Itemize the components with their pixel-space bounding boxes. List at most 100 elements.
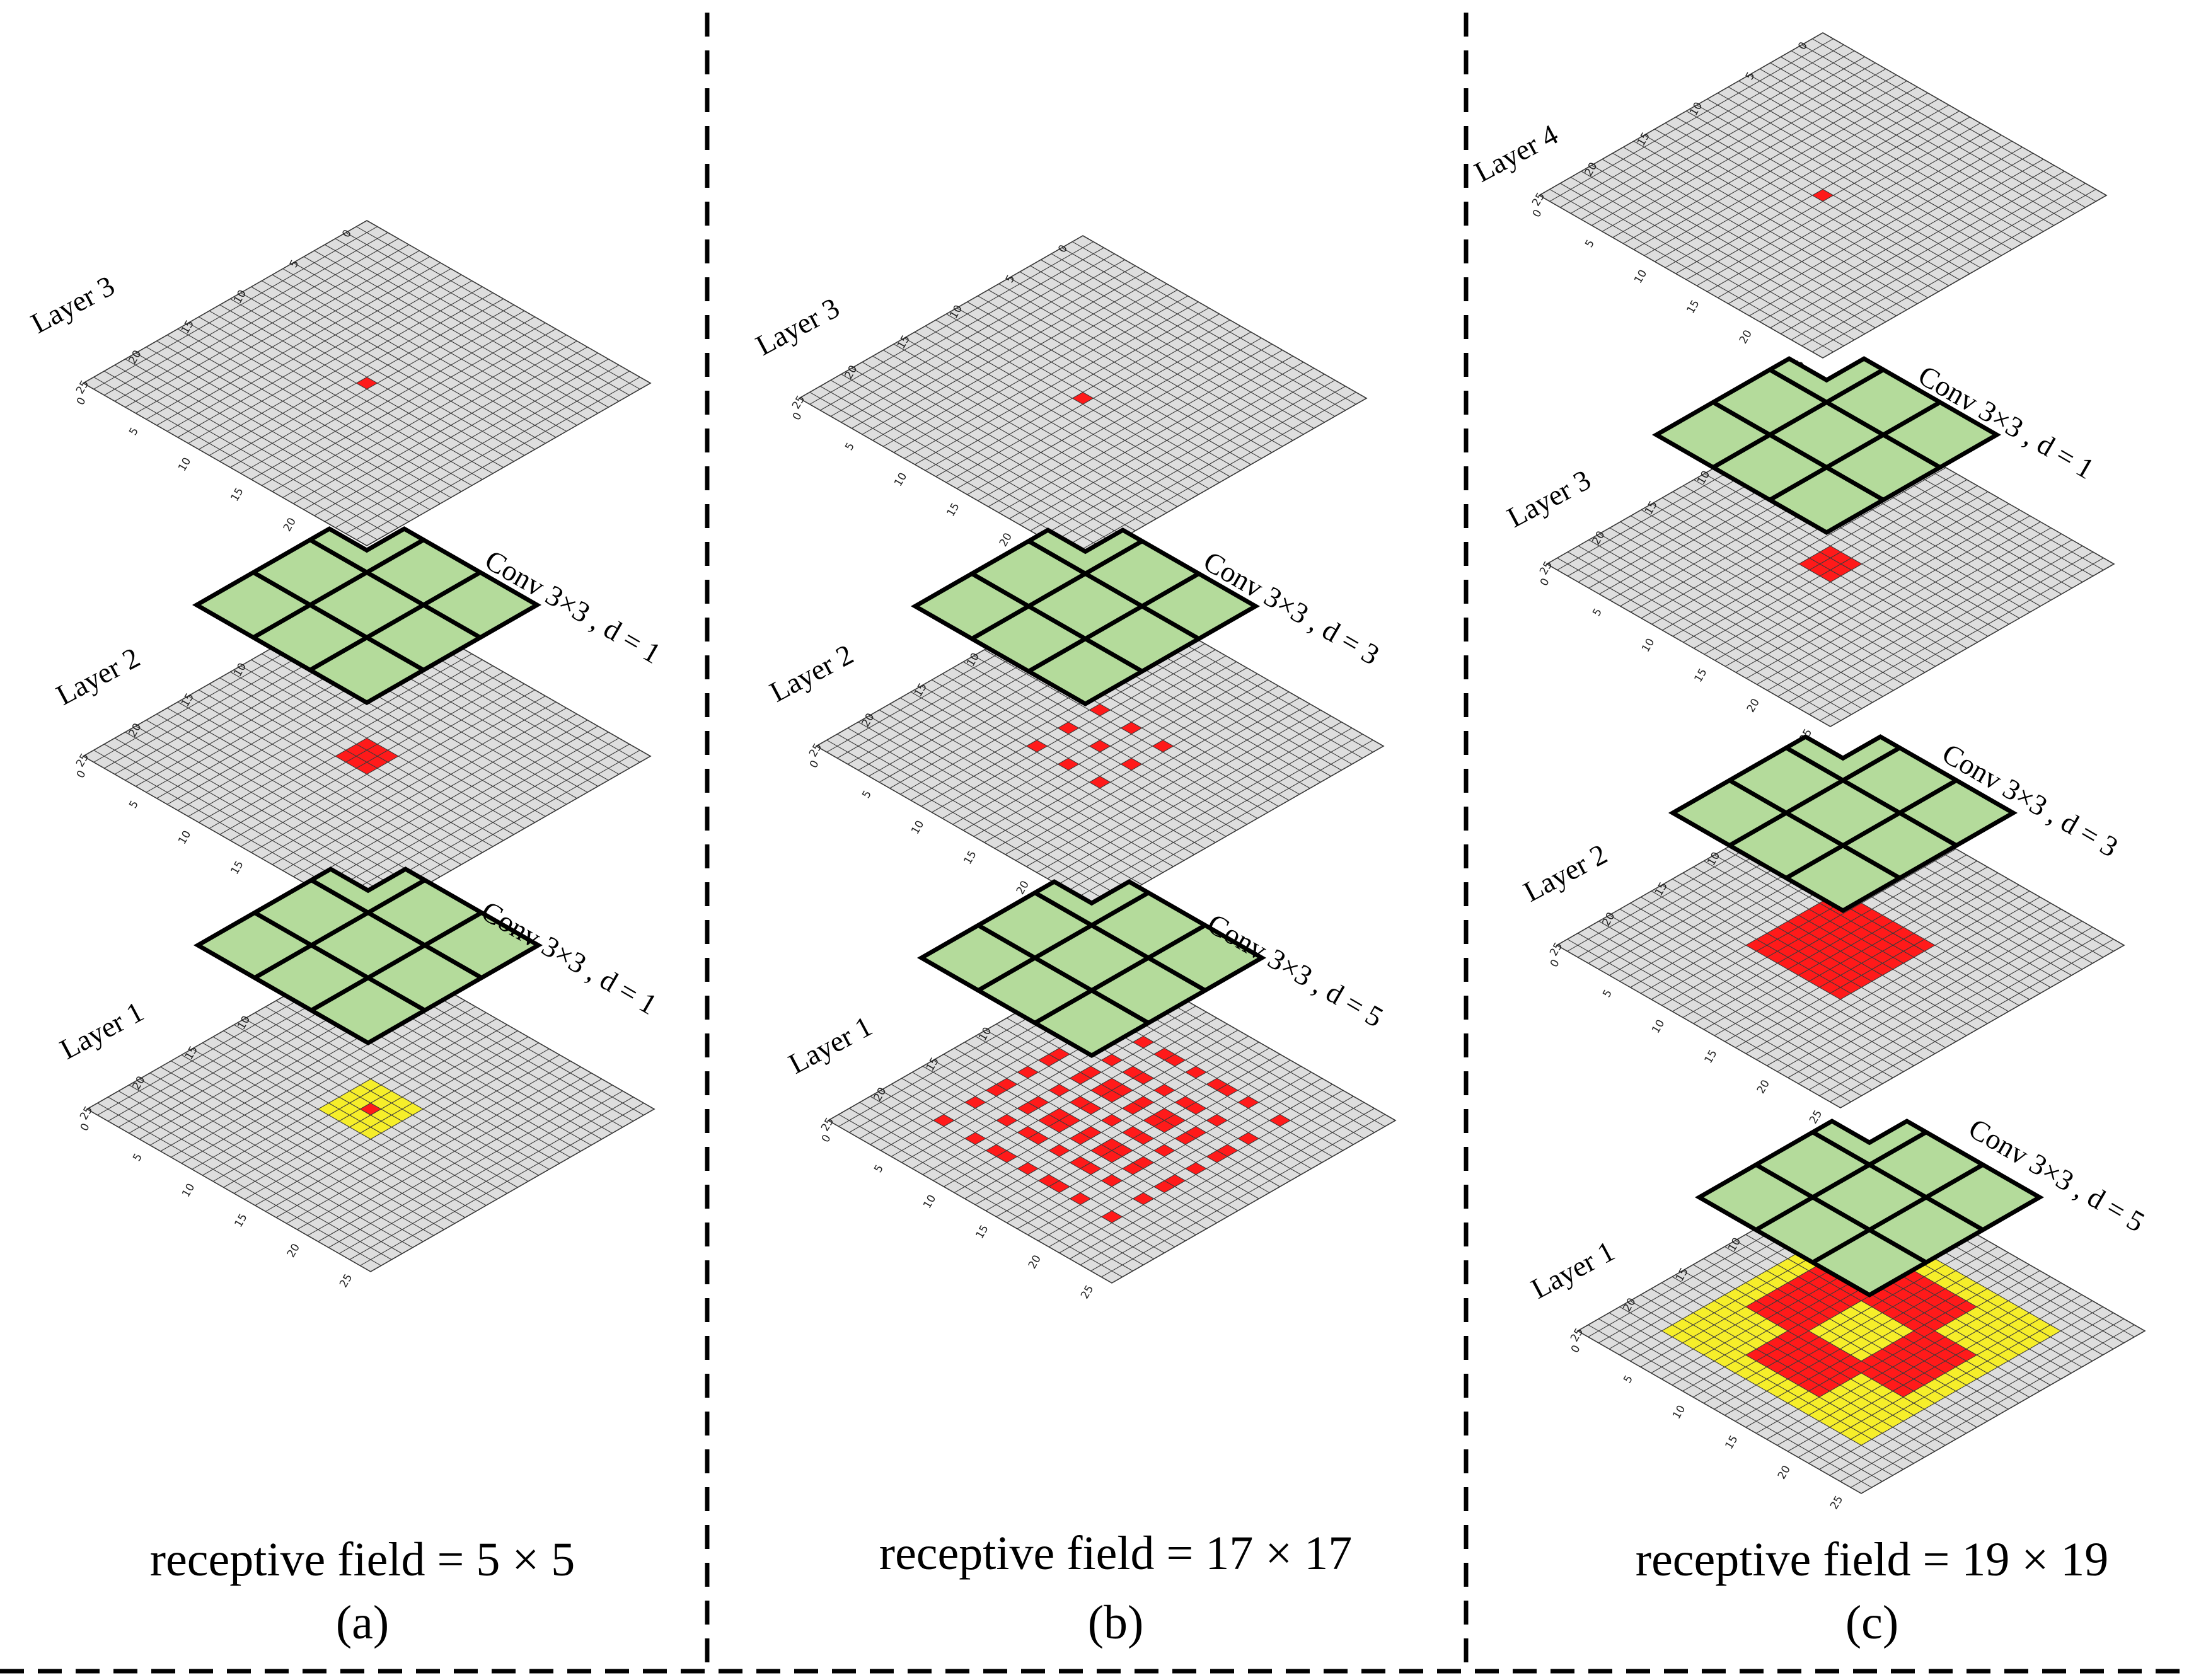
tick-label: 0 [1538, 576, 1552, 588]
grid-lines [1577, 1168, 2146, 1494]
tick-label: 5 [1600, 987, 1615, 999]
tick-label: 5 [843, 440, 857, 452]
tick-label: 5 [130, 1151, 145, 1163]
tick-label: 5 [1590, 606, 1605, 618]
tick-label: 10 [1649, 1018, 1667, 1036]
kernel-b-1 [910, 527, 1261, 707]
grid-lines [1546, 401, 2115, 727]
kernel-lines [971, 539, 1200, 674]
kernel-plane [193, 866, 543, 1046]
tick-label: 20 [281, 515, 299, 534]
tick-label: 10 [909, 819, 927, 837]
tick-label: 15 [232, 1212, 250, 1230]
kernel-a-2 [193, 866, 543, 1046]
tick-label: 20 [1737, 328, 1755, 346]
receptive-cell [1830, 939, 1851, 952]
tick-label: 10 [921, 1193, 939, 1211]
receptive-cell [1893, 939, 1914, 952]
panel-label: (a) [336, 1596, 389, 1649]
receptive-cell [1038, 1114, 1060, 1127]
tick-label: 15 [1723, 1434, 1740, 1452]
separators [0, 13, 2189, 1674]
panel-b: 00551010151520202525 Layer 3 00551010151… [751, 235, 1397, 1649]
tick-label: 10 [892, 471, 910, 489]
layer-label: Layer 3 [751, 291, 845, 362]
kernel-plane [910, 527, 1261, 707]
kernel-plane [1694, 1119, 2045, 1298]
panel-label: (b) [1088, 1596, 1144, 1649]
kernel-plane [1651, 356, 2002, 536]
tick-label: 0 [1548, 957, 1562, 969]
panel-c: 00551010151520202525 Layer 4 00551010151… [1469, 32, 2150, 1649]
tick-label: 5 [127, 798, 141, 810]
tick-label: 10 [180, 1182, 197, 1200]
layer-label: Layer 3 [26, 269, 120, 340]
tick-label: 15 [228, 859, 246, 877]
tick-label: 5 [127, 425, 141, 437]
tick-label: 5 [1621, 1373, 1636, 1385]
receptive-cell [1820, 558, 1841, 570]
extended-cell [1661, 1325, 1683, 1337]
tick-label: 0 [790, 410, 805, 422]
tick-label: 10 [1670, 1403, 1688, 1422]
kernel-lines [1712, 367, 1941, 502]
tick-label: 10 [1639, 636, 1657, 655]
tick-label: 5 [1583, 238, 1597, 250]
kernel-c-2 [1668, 734, 2018, 914]
tick-label: 20 [1755, 1078, 1772, 1096]
layer-label: Layer 1 [1526, 1234, 1620, 1305]
kernel-lines [977, 890, 1206, 1025]
tick-label: 5 [860, 788, 874, 800]
receptive-cell [1914, 1325, 1935, 1337]
grid-lines [1539, 32, 2107, 359]
tick-label: 0 [78, 1121, 93, 1133]
tick-label: 25 [1807, 1108, 1825, 1126]
tick-label: 0 [1569, 1343, 1583, 1355]
tick-label: 10 [176, 829, 193, 847]
receptive-cell [1788, 1325, 1809, 1337]
caption: receptive field = 17 × 17 [879, 1527, 1352, 1580]
tick-label: 0 [1530, 207, 1545, 219]
tick-label: 0 [807, 758, 822, 770]
extended-cell [1851, 1325, 1872, 1337]
receptive-cell [1882, 1379, 1903, 1391]
tick-label: 10 [176, 456, 193, 474]
extended-cell [1756, 1270, 1777, 1283]
kernel-plane [192, 526, 542, 706]
tick-label: 25 [1828, 1493, 1845, 1512]
extended-cell [1851, 1433, 1872, 1446]
tick-label: 15 [1684, 298, 1702, 316]
grid-lines [83, 220, 651, 546]
extended-cell [2040, 1325, 2061, 1337]
receptive-cell [1812, 189, 1834, 202]
tick-label: 15 [944, 501, 962, 519]
extended-cell [1977, 1325, 1998, 1337]
grid-lines [816, 583, 1384, 909]
tick-label: 5 [872, 1163, 886, 1175]
extended-cell [1945, 1270, 1967, 1283]
panel-a: 00551010151520202525 Layer 3 00551010151… [26, 220, 666, 1649]
layer-label: Layer 1 [55, 995, 149, 1066]
kernel-c-1 [1651, 356, 2002, 536]
tick-label: 20 [285, 1241, 303, 1260]
receptive-cell [1089, 740, 1111, 752]
layer-label: Layer 4 [1469, 118, 1563, 188]
tick-label: 0 [74, 768, 89, 780]
tick-label: 15 [973, 1223, 991, 1241]
grid-b-layer-1: 00551010151520202525 [819, 957, 1397, 1301]
receptive-cell [1819, 1379, 1840, 1391]
receptive-cell [1164, 1114, 1186, 1127]
grid-c-layer-3: 00551010151520202525 [1537, 401, 2115, 745]
kernel-plane [1668, 734, 2018, 914]
tick-label: 15 [1692, 667, 1709, 685]
tick-label: 20 [1026, 1253, 1044, 1271]
kernel-a-1 [192, 526, 542, 706]
extended-cell [1756, 1379, 1777, 1391]
kernel-lines [253, 878, 483, 1013]
grid-a-layer-3: 00551010151520202525 [74, 220, 652, 564]
tick-label: 25 [1078, 1283, 1096, 1301]
kernel-lines [1755, 1130, 1984, 1265]
kernel-c-3 [1694, 1119, 2045, 1298]
tick-label: 10 [1632, 268, 1649, 286]
